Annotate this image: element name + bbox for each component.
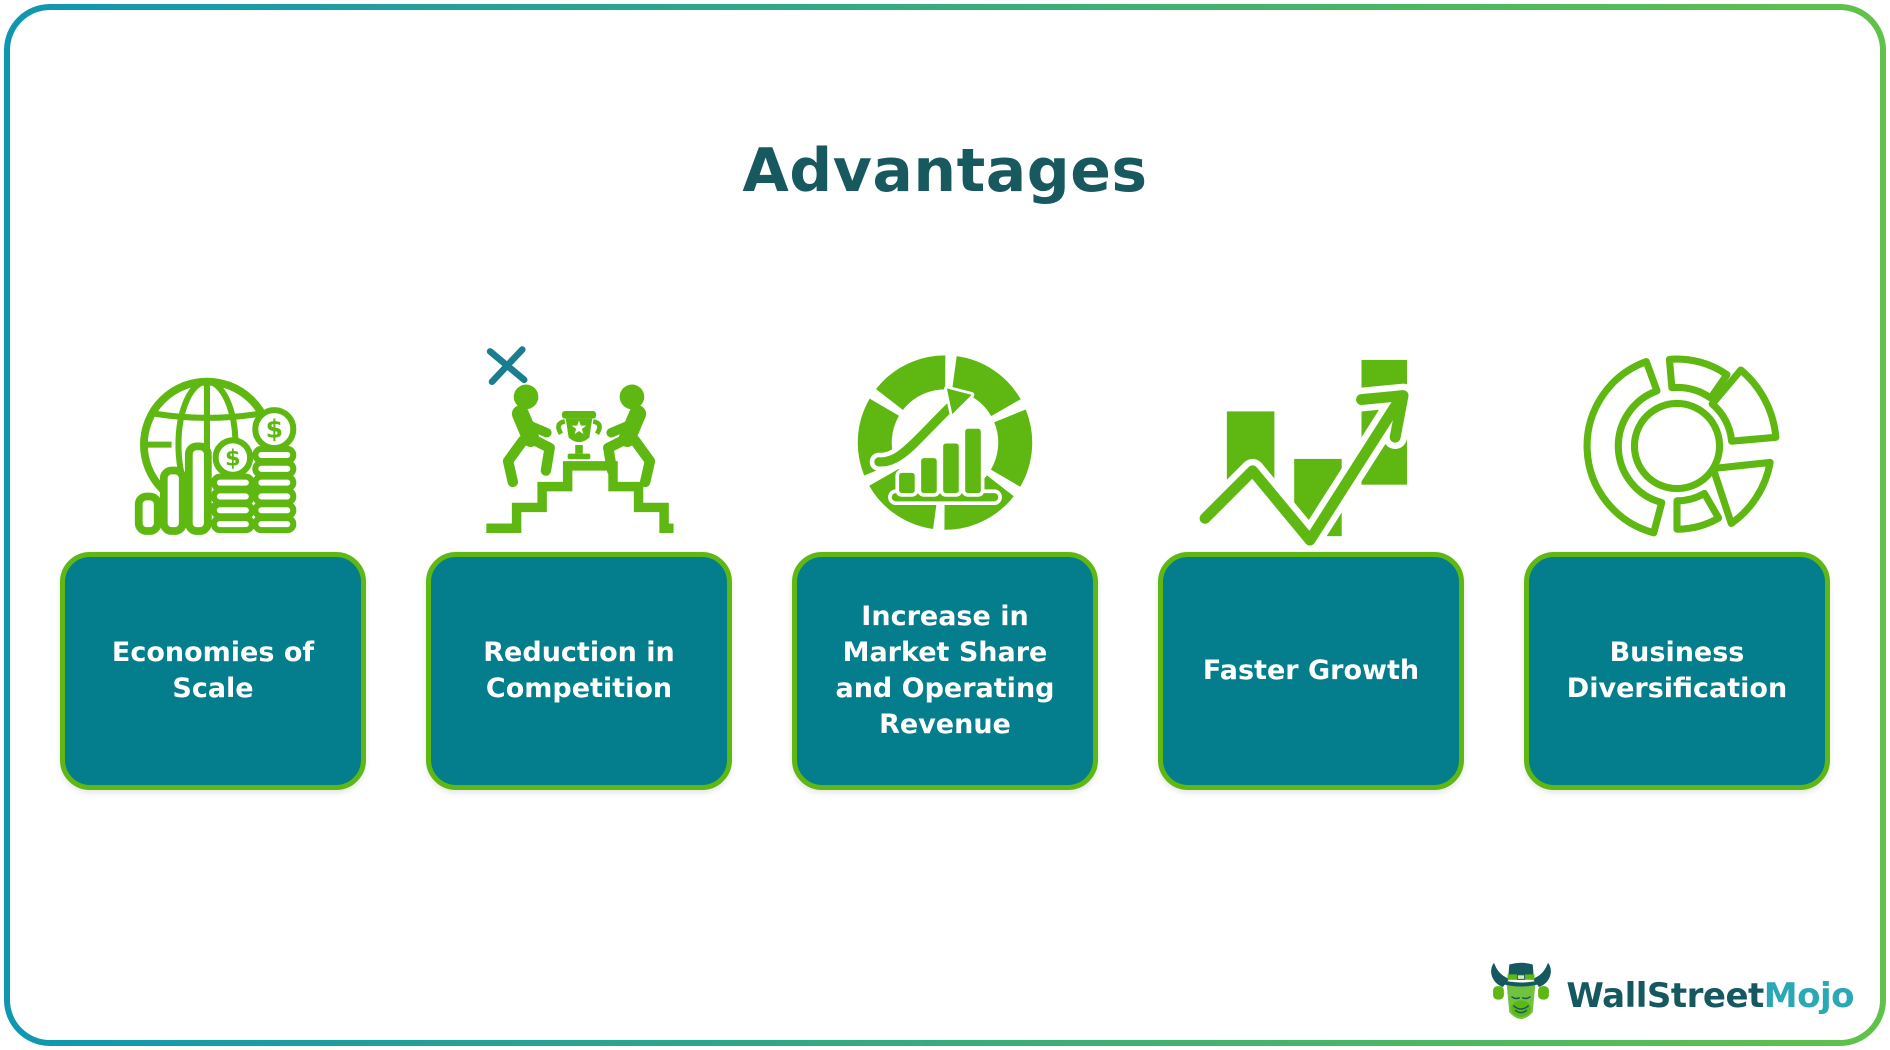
diversification-pie-icon bbox=[1583, 355, 1780, 537]
logo-wordmark: WallStreetMojo bbox=[1566, 976, 1854, 1016]
page-title: Advantages bbox=[742, 136, 1148, 206]
card-label: Reduction in Competition bbox=[483, 637, 675, 704]
card-economies-of-scale: Economies of Scale bbox=[60, 552, 366, 790]
card-label: Faster Growth bbox=[1202, 655, 1420, 687]
card-label: Economies of Scale bbox=[111, 637, 315, 704]
market-share-donut-chart-icon bbox=[857, 355, 1033, 530]
card-faster-growth: Faster Growth bbox=[1158, 552, 1464, 790]
wallstreetmojo-bull-logo-icon bbox=[1491, 962, 1552, 1019]
card-reduction-in-competition: Reduction in Competition bbox=[426, 552, 732, 790]
card-market-share: Increase in Market Share and Operating R… bbox=[792, 552, 1098, 790]
svg-text:$: $ bbox=[266, 415, 283, 444]
advantages-row: $ $ Economies of Scale bbox=[10, 338, 1880, 790]
globe-coins-icon: $ $ bbox=[134, 377, 297, 535]
wallstreetmojo-logo: WallStreetMojo bbox=[1485, 958, 1855, 1034]
x-mark-icon bbox=[486, 346, 528, 386]
svg-text:$: $ bbox=[225, 445, 241, 471]
infographic-frame: Advantages bbox=[4, 4, 1886, 1046]
card-label: Increase in Market Share and Operating R… bbox=[835, 601, 1055, 740]
growth-bars-arrow-icon bbox=[1197, 359, 1415, 550]
logo-text-secondary: Mojo bbox=[1763, 976, 1855, 1016]
column-market-share: Increase in Market Share and Operating R… bbox=[792, 338, 1098, 790]
card-label: Business Diversification bbox=[1566, 637, 1788, 704]
column-economies-of-scale: $ $ Economies of Scale bbox=[60, 338, 366, 790]
logo-text-primary: WallStreet bbox=[1566, 976, 1764, 1016]
column-reduction-in-competition: Reduction in Competition bbox=[426, 338, 732, 790]
column-faster-growth: Faster Growth bbox=[1158, 338, 1464, 790]
card-business-diversification: Business Diversification bbox=[1524, 552, 1830, 790]
competition-stairs-trophy-icon bbox=[486, 346, 674, 533]
column-business-diversification: Business Diversification bbox=[1524, 338, 1830, 790]
